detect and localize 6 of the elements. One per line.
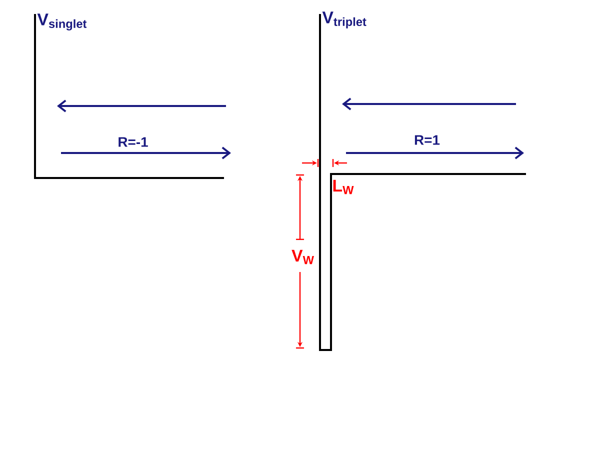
reflection-label: R=-1 [118,137,148,147]
depth-label: V$_{W}$ [292,250,314,264]
reflection-label: R=1 [414,135,440,145]
potential-label: V$_{singlet}$ [37,14,87,30]
potential-label: V$_{triplet}$ [322,12,366,28]
width-label: L$_{W}$ [333,180,354,194]
